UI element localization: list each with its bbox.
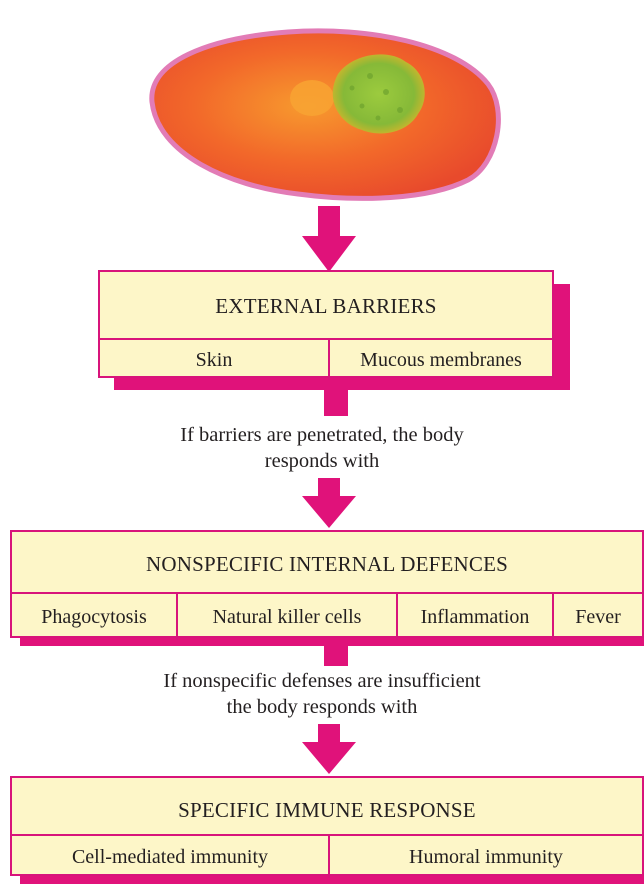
down-arrow-icon	[302, 478, 356, 528]
defence-natural-killer-cells: Natural killer cells	[178, 594, 398, 640]
nonspecific-defences-title: NONSPECIFIC INTERNAL DEFENCES	[12, 552, 642, 577]
defence-fever: Fever	[554, 594, 642, 640]
connector-stub	[324, 646, 348, 666]
external-barriers-box: EXTERNAL BARRIERS Skin Mucous membranes	[98, 270, 554, 378]
caption-barriers-penetrated: If barriers are penetrated, the body res…	[0, 422, 644, 474]
nonspecific-defences-box: NONSPECIFIC INTERNAL DEFENCES Phagocytos…	[10, 530, 644, 638]
caption-1-line-2: responds with	[0, 448, 644, 474]
down-arrow-icon	[302, 206, 356, 272]
defence-inflammation: Inflammation	[398, 594, 554, 640]
vacuole	[290, 80, 334, 116]
pathogen-cell-illustration	[138, 14, 506, 204]
caption-nonspecific-insufficient: If nonspecific defenses are insufficient…	[0, 668, 644, 720]
specific-immune-response-title: SPECIFIC IMMUNE RESPONSE	[12, 798, 642, 823]
barrier-mucous-membranes: Mucous membranes	[330, 340, 552, 380]
external-barriers-title: EXTERNAL BARRIERS	[100, 294, 552, 319]
caption-2-line-2: the body responds with	[0, 694, 644, 720]
response-humoral-immunity: Humoral immunity	[330, 836, 642, 878]
nucleus	[333, 54, 425, 133]
connector-stub	[324, 390, 348, 416]
barrier-skin: Skin	[100, 340, 330, 380]
specific-immune-response-box: SPECIFIC IMMUNE RESPONSE Cell-mediated i…	[10, 776, 644, 876]
defence-phagocytosis: Phagocytosis	[12, 594, 178, 640]
caption-2-line-1: If nonspecific defenses are insufficient	[0, 668, 644, 694]
down-arrow-icon	[302, 724, 356, 774]
caption-1-line-1: If barriers are penetrated, the body	[0, 422, 644, 448]
response-cell-mediated-immunity: Cell-mediated immunity	[12, 836, 330, 878]
cell-membrane	[152, 31, 499, 199]
